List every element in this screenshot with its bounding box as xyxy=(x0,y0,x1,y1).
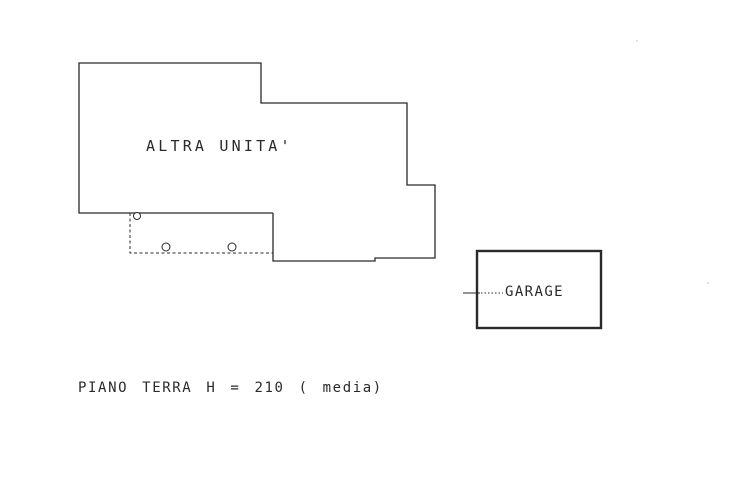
other-unit-outline xyxy=(78,62,436,262)
column-circle-corner xyxy=(133,212,141,220)
floor-caption: PIANO TERRA H = 210 ( media) xyxy=(78,380,383,396)
scan-speck xyxy=(636,40,638,42)
porch-dashed-outline xyxy=(129,213,273,254)
column-circle-right xyxy=(227,242,237,252)
column-circle-left xyxy=(161,242,171,252)
scan-speck xyxy=(707,282,709,284)
other-unit-label: ALTRA UNITA' xyxy=(146,137,293,155)
garage-label: GARAGE xyxy=(505,284,564,300)
garage-outline xyxy=(475,249,603,330)
